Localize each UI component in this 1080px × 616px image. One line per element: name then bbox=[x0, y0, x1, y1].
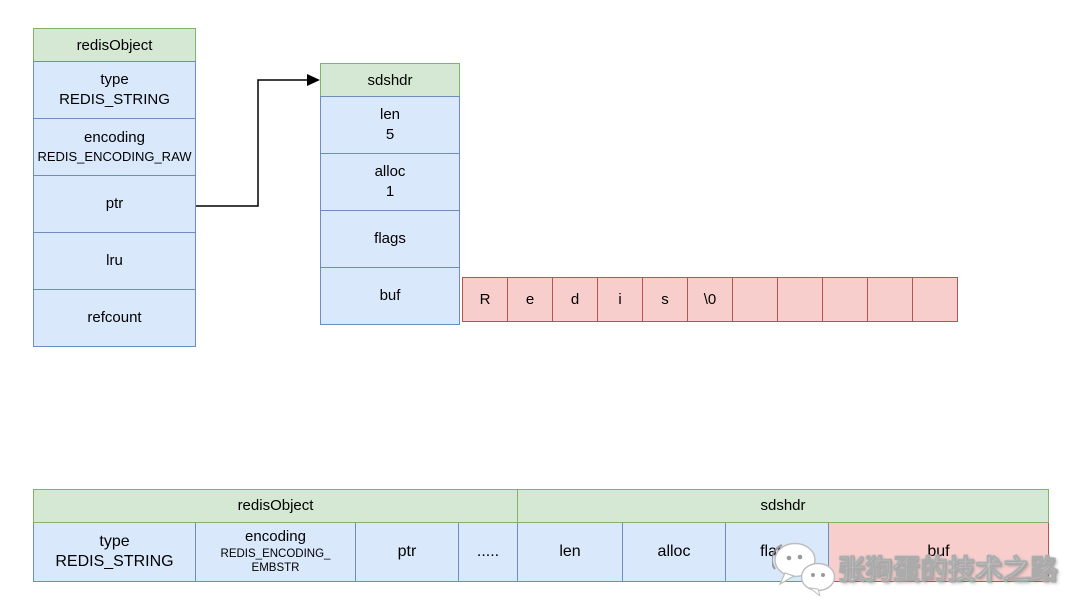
table-header-row: redisObject sdshdr bbox=[33, 489, 1049, 523]
cell-type: type REDIS_STRING bbox=[33, 522, 196, 582]
buf-char-cell bbox=[732, 277, 778, 322]
field-row-type: type REDIS_STRING bbox=[33, 61, 196, 119]
field-row-alloc: alloc 1 bbox=[320, 153, 460, 211]
field-name: refcount bbox=[87, 308, 142, 326]
field-name: lru bbox=[106, 251, 123, 269]
buf-char-cell bbox=[822, 277, 868, 322]
watermark-text: 张狗蛋的技术之路 bbox=[838, 554, 1058, 585]
cell-ptr: ptr bbox=[355, 522, 459, 582]
field-row-refcount: refcount bbox=[33, 289, 196, 347]
buf-char-cell bbox=[777, 277, 823, 322]
watermark: 张狗蛋的技术之路 bbox=[772, 538, 1058, 596]
field-name: encoding bbox=[84, 129, 145, 147]
field-name: len bbox=[379, 105, 401, 123]
buf-char-cell bbox=[867, 277, 913, 322]
sdshdr-struct: sdshdr len 5 alloc 1 flags buf bbox=[320, 63, 460, 325]
sdshdr-title: sdshdr bbox=[320, 63, 460, 97]
field-row-encoding: encoding REDIS_ENCODING_RAW bbox=[33, 118, 196, 176]
embstr-layout-table: redisObject sdshdr type REDIS_STRING enc… bbox=[33, 489, 1049, 582]
buf-char-cell: \0 bbox=[687, 277, 733, 322]
arrowhead-icon bbox=[307, 74, 320, 86]
sdshdr-header: sdshdr bbox=[517, 489, 1049, 523]
wechat-icon bbox=[772, 542, 836, 596]
field-row-len: len 5 bbox=[320, 96, 460, 154]
field-name: flags bbox=[374, 229, 406, 247]
buf-char-array: R e d i s \0 bbox=[462, 277, 958, 322]
buf-char-cell: i bbox=[597, 277, 643, 322]
buf-char-cell bbox=[912, 277, 958, 322]
cell-buf: buf bbox=[828, 522, 1049, 582]
field-name: type bbox=[100, 70, 129, 88]
buf-char-cell: s bbox=[642, 277, 688, 322]
field-row-flags: flags bbox=[320, 210, 460, 268]
field-row-lru: lru bbox=[33, 232, 196, 290]
cell-alloc: alloc bbox=[622, 522, 726, 582]
field-name: ptr bbox=[105, 194, 124, 212]
field-name: alloc bbox=[374, 162, 406, 180]
cell-dots: ..... bbox=[458, 522, 518, 582]
buf-char-cell: R bbox=[462, 277, 508, 322]
field-row-ptr: ptr bbox=[33, 175, 196, 233]
field-value: 5 bbox=[385, 126, 395, 143]
field-value: REDIS_STRING bbox=[59, 91, 170, 108]
field-value: REDIS_ENCODING_RAW bbox=[37, 149, 192, 165]
field-value: 1 bbox=[385, 183, 395, 200]
buf-char-cell: d bbox=[552, 277, 598, 322]
field-name: buf bbox=[379, 286, 401, 304]
redis-object-struct: redisObject type REDIS_STRING encoding R… bbox=[33, 28, 196, 347]
table-body-row: type REDIS_STRING encoding REDIS_ENCODIN… bbox=[33, 522, 1049, 582]
field-row-buf: buf bbox=[320, 267, 460, 325]
cell-len: len bbox=[517, 522, 623, 582]
redis-object-header: redisObject bbox=[33, 489, 518, 523]
cell-encoding: encoding REDIS_ENCODING_ EMBSTR bbox=[195, 522, 356, 582]
redis-object-title: redisObject bbox=[33, 28, 196, 62]
buf-char-cell: e bbox=[507, 277, 553, 322]
